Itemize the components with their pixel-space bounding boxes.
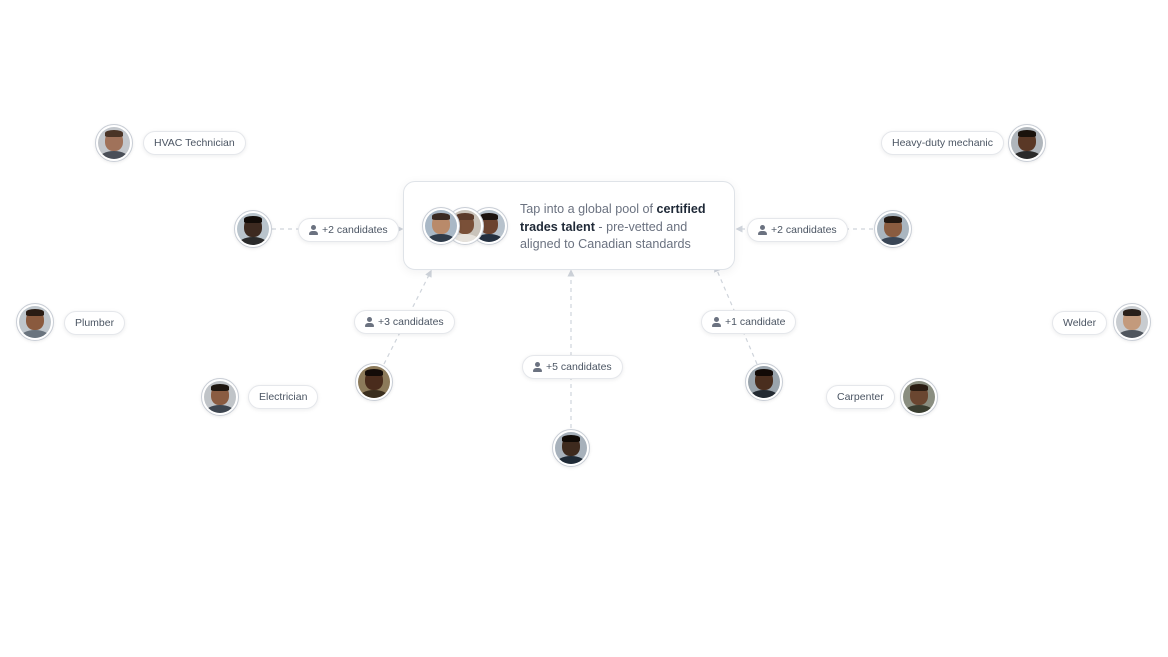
- avatar-stack: [422, 207, 512, 247]
- avatar: [201, 378, 239, 416]
- badge-label: +1 candidate: [725, 316, 786, 328]
- center-text-part: - pre-vetted and aligned to Canadian sta…: [520, 219, 691, 252]
- candidates-badge-lower-left: +3 candidates: [354, 310, 455, 334]
- role-label-plumber: Plumber: [64, 311, 126, 335]
- avatar: [1113, 303, 1151, 341]
- badge-label: +5 candidates: [546, 361, 612, 373]
- badge-label: +3 candidates: [378, 316, 444, 328]
- person-icon: [365, 317, 374, 327]
- avatar: [234, 210, 272, 248]
- candidates-badge-right: +2 candidates: [747, 218, 848, 242]
- role-label-heavy-duty: Heavy-duty mechanic: [881, 131, 1004, 155]
- candidates-badge-left: +2 candidates: [298, 218, 399, 242]
- avatar: [422, 207, 460, 245]
- person-icon: [712, 317, 721, 327]
- role-label-carpenter: Carpenter: [826, 385, 895, 409]
- person-icon: [758, 225, 767, 235]
- avatar: [1008, 124, 1046, 162]
- role-label-text: Electrician: [259, 391, 308, 403]
- avatar: [900, 378, 938, 416]
- center-card-text: Tap into a global pool of certified trad…: [520, 201, 725, 254]
- role-label-hvac: HVAC Technician: [143, 131, 246, 155]
- role-label-electrician: Electrician: [248, 385, 319, 409]
- avatar: [16, 303, 54, 341]
- avatar: [355, 363, 393, 401]
- role-label-text: Plumber: [75, 317, 115, 329]
- candidates-badge-bottom: +5 candidates: [522, 355, 623, 379]
- role-label-text: Carpenter: [837, 391, 884, 403]
- avatar: [552, 429, 590, 467]
- role-label-text: HVAC Technician: [154, 137, 235, 149]
- badge-label: +2 candidates: [322, 224, 388, 236]
- role-label-text: Heavy-duty mechanic: [892, 137, 993, 149]
- role-label-text: Welder: [1063, 317, 1097, 329]
- avatar: [95, 124, 133, 162]
- person-icon: [533, 362, 542, 372]
- candidates-badge-lower-right: +1 candidate: [701, 310, 797, 334]
- center-text-part: Tap into a global pool of: [520, 202, 657, 216]
- avatar: [874, 210, 912, 248]
- badge-label: +2 candidates: [771, 224, 837, 236]
- person-icon: [309, 225, 318, 235]
- center-card: Tap into a global pool of certified trad…: [403, 181, 735, 270]
- role-label-welder: Welder: [1052, 311, 1108, 335]
- avatar: [745, 363, 783, 401]
- center-text-bold: certified trades talent: [520, 202, 706, 234]
